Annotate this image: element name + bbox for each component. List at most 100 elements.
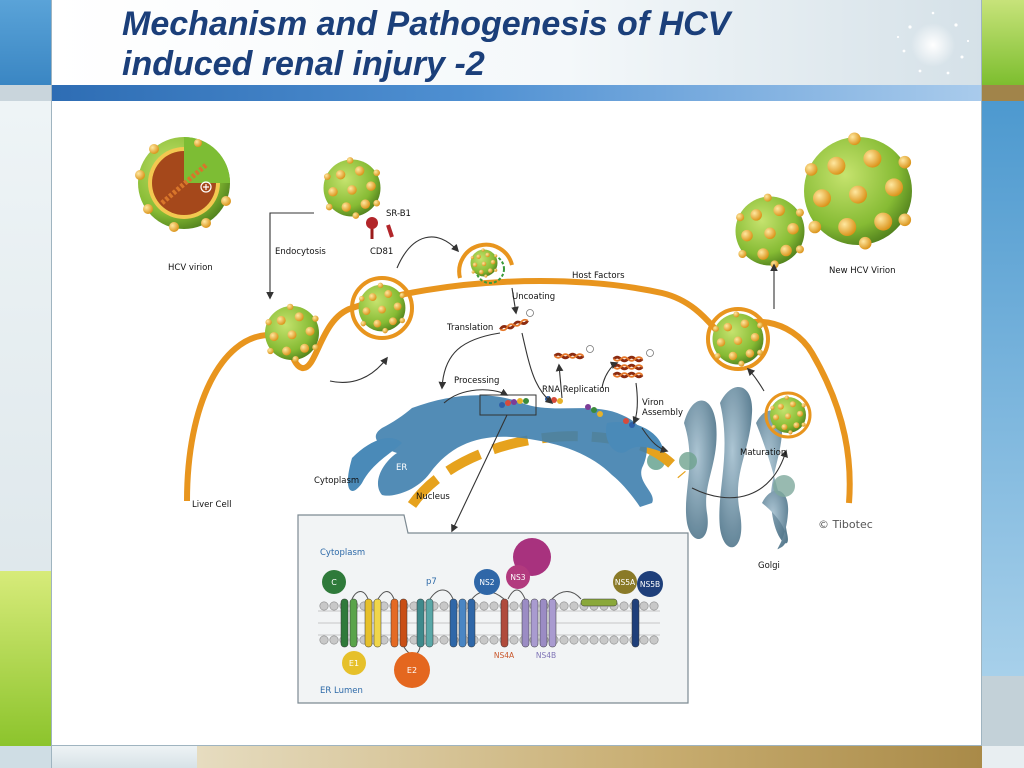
- budding-vesicle: [706, 307, 770, 371]
- label-nucleus: Nucleus: [416, 492, 450, 502]
- protein-ns4a-label: NS4A: [494, 651, 515, 660]
- protein-ns5b-label: NS5B: [640, 580, 660, 589]
- rna-strand-replication: [553, 352, 585, 360]
- golgi-vesicle: [773, 475, 795, 497]
- rna-strand-replication: [612, 363, 644, 371]
- right-gray-panel: [982, 676, 1024, 746]
- label-hcv-virion: HCV virion: [168, 263, 213, 273]
- protein-c-label: C: [331, 578, 337, 587]
- rna-strand-translation: [498, 317, 530, 333]
- sparkle-icon: [896, 11, 970, 75]
- arrow-rna-to-assembly: [521, 332, 554, 404]
- right-gold-band: [982, 85, 1024, 101]
- label-virion-assembly-2: Assembly: [642, 408, 683, 418]
- label-processing: Processing: [454, 376, 499, 386]
- hcv-life-cycle-diagram: HCV virion Endocytosis SR-B1 CD81 Host F…: [135, 132, 912, 704]
- attaching-virion: [323, 157, 381, 219]
- arrow-endocytosis: [266, 212, 314, 300]
- uncoating-virion: [470, 248, 498, 278]
- arrow-replication: [555, 363, 564, 399]
- released-virion: [735, 193, 805, 269]
- slide-title-line-1: Mechanism and Pathogenesis of HCV: [122, 5, 731, 43]
- protein-ns3: [506, 565, 530, 589]
- protein-ns2-label: NS2: [479, 578, 494, 587]
- label-liver-cell: Liver Cell: [192, 500, 231, 510]
- header-rule: [52, 85, 982, 101]
- maturing-vesicle: [764, 391, 812, 439]
- right-green-top: [982, 0, 1024, 85]
- endosome-virion: [358, 282, 406, 334]
- arrow-translation: [438, 332, 501, 390]
- slide-title: Mechanism and Pathogenesis of HCV induce…: [122, 4, 882, 84]
- protein-ns4b-label: NS4B: [536, 651, 556, 660]
- label-uncoating: Uncoating: [512, 292, 555, 302]
- protein-e1: [342, 651, 366, 675]
- protein-e2: [394, 652, 430, 688]
- left-top-band: [0, 0, 51, 85]
- arrow-to-inset: [451, 414, 508, 533]
- plus-strand-icon: [526, 309, 654, 357]
- bottom-gold-band: [197, 746, 982, 768]
- inset-label-p7: p7: [426, 577, 437, 587]
- slide-title-line-2: induced renal injury -2: [122, 45, 485, 83]
- protein-ns5a: [613, 570, 637, 594]
- right-blue-panel: [982, 101, 1024, 676]
- label-new-hcv-virion: New HCV Virion: [829, 266, 896, 276]
- label-cytoplasm: Cytoplasm: [314, 476, 359, 486]
- endoplasmic-reticulum: [375, 395, 653, 507]
- golgi-apparatus: [684, 386, 789, 550]
- arrow-maturation: [691, 449, 788, 499]
- label-golgi: Golgi: [758, 561, 780, 571]
- arrow-uncoating: [511, 287, 519, 315]
- hcv-virion-cutaway: [135, 137, 231, 232]
- bottom-left-band: [52, 746, 197, 768]
- label-copyright: © Tibotec: [818, 518, 873, 531]
- endocytosed-virion: [265, 303, 319, 363]
- er-branch: [606, 422, 664, 453]
- protein-ns2: [474, 569, 500, 595]
- label-cd81: CD81: [370, 247, 393, 257]
- protein-e2-label: E2: [407, 666, 417, 675]
- label-translation: Translation: [446, 323, 493, 333]
- arrow-replication-2: [601, 361, 619, 389]
- arrow-to-uncoating: [396, 236, 460, 269]
- left-gray-band: [0, 85, 51, 101]
- arrow-to-endosome: [329, 356, 388, 383]
- endosome-membrane: [350, 276, 414, 340]
- arrow-processing: [443, 388, 509, 404]
- label-endocytosis: Endocytosis: [275, 247, 326, 257]
- frame-line-left: [51, 0, 52, 768]
- arrow-to-assembly: [632, 382, 640, 425]
- label-rna-replication: RNA Replication: [542, 385, 610, 395]
- protein-c: [322, 570, 346, 594]
- left-light-panel: [0, 101, 51, 571]
- inset-label-cytoplasm: Cytoplasm: [320, 548, 365, 558]
- label-virion-assembly-1: Viron: [642, 398, 664, 408]
- new-hcv-virion: [804, 132, 912, 250]
- arrow-to-budding: [746, 367, 765, 392]
- left-green-panel: [0, 571, 51, 746]
- er-branch: [347, 438, 402, 491]
- protein-ns5a-label: NS5A: [615, 578, 636, 587]
- frame-line-bottom: [52, 745, 982, 746]
- arrow-to-golgi: [641, 427, 669, 453]
- label-sr-b1: SR-B1: [386, 209, 411, 219]
- rna-strand-replication: [612, 371, 644, 379]
- cd81-receptor-icon: [366, 217, 378, 239]
- sr-b1-receptor-icon: [386, 224, 394, 238]
- transmembrane-helices: [340, 598, 640, 648]
- golgi-vesicle: [679, 452, 697, 470]
- label-host-factors: Host Factors: [572, 271, 625, 281]
- left-bottom-band: [0, 746, 51, 768]
- nucleus-envelope: [407, 431, 686, 508]
- uncoating-vesicle: [457, 242, 514, 279]
- frame-line-right: [981, 0, 982, 768]
- right-white-bottom: [982, 746, 1024, 768]
- rna-strand-replication: [612, 355, 644, 363]
- protein-ns5b: [637, 571, 663, 597]
- inset-label-er-lumen: ER Lumen: [320, 686, 363, 696]
- protein-ns3-label: NS3: [510, 573, 525, 582]
- label-er: ER: [396, 463, 407, 473]
- protein-e1-label: E1: [349, 659, 359, 668]
- header-background: [52, 0, 982, 85]
